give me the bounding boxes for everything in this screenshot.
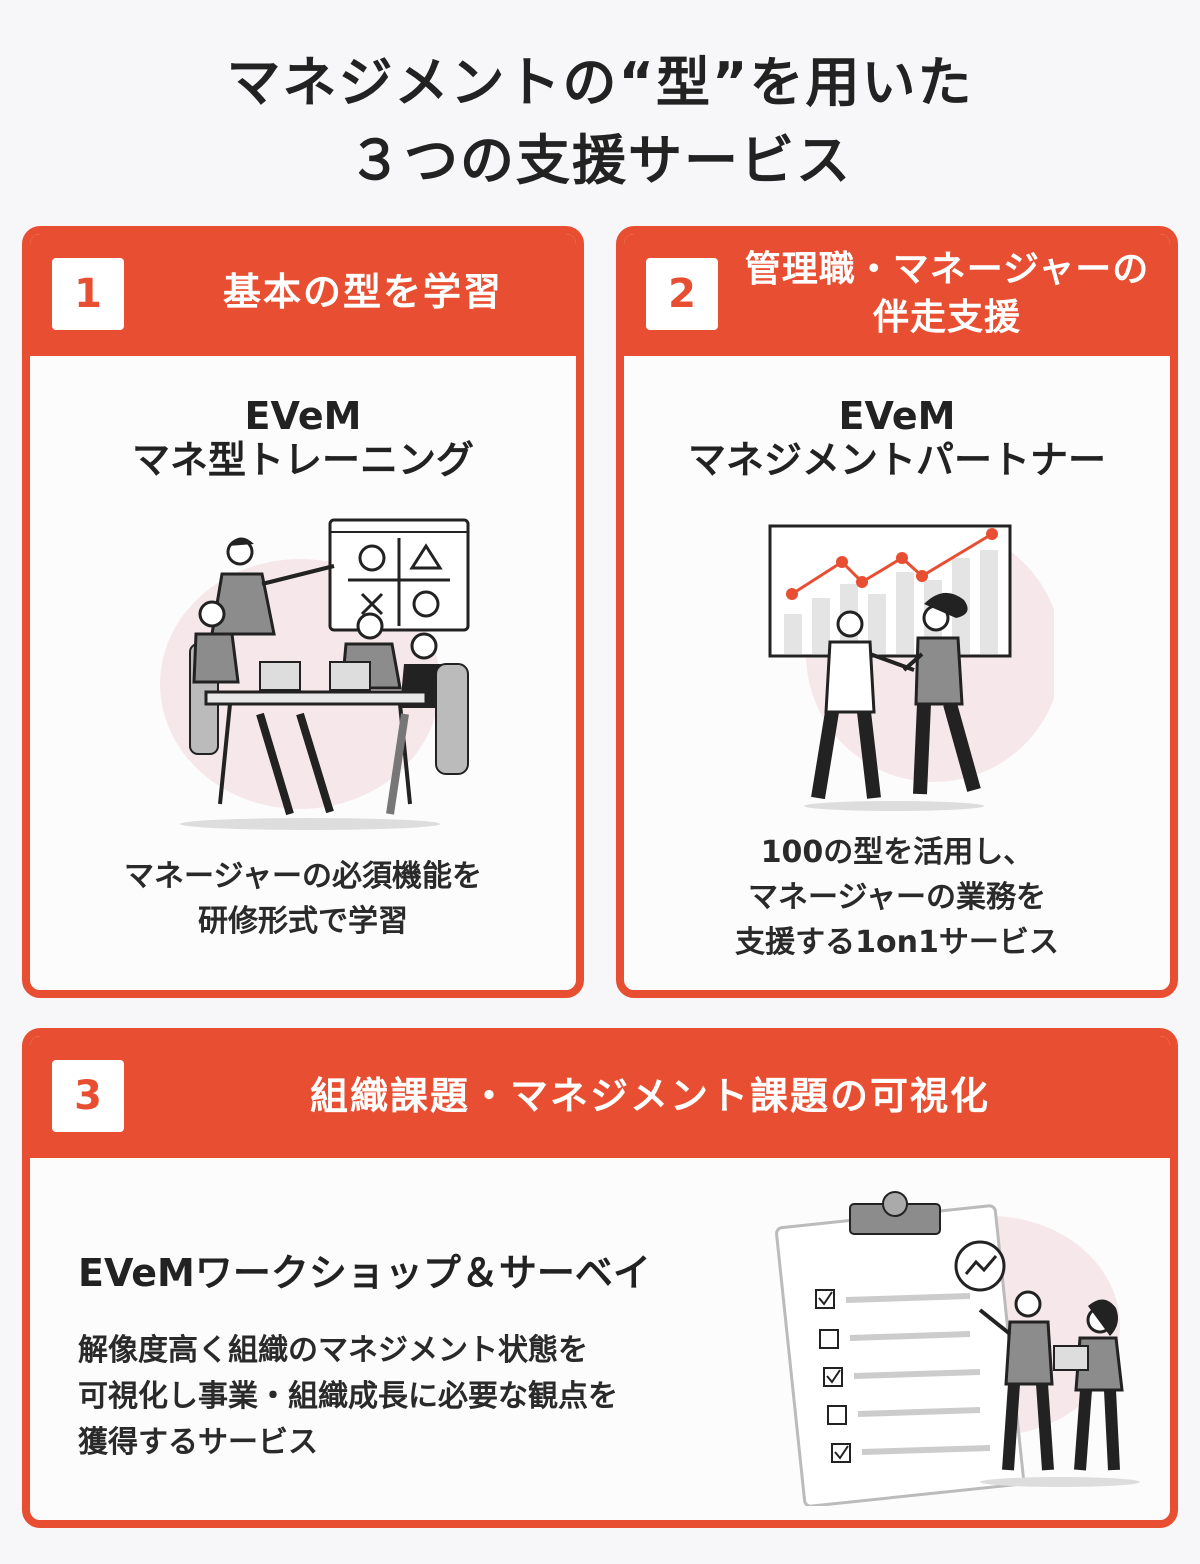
card-2-title-line1: 管理職・マネージャーの <box>744 249 1150 290</box>
card-1-product-line1: EVeM <box>244 394 362 438</box>
card-1-product-name: EVeM マネ型トレーニング <box>30 394 576 482</box>
card-2-desc-line2: マネージャーの業務を <box>748 880 1046 915</box>
card-2-desc-line1: 100の型を活用し、 <box>760 835 1034 870</box>
card-3-product-name: EVeMワークショップ＆サーベイ <box>78 1251 651 1295</box>
card-3-title-line1: 組織課題・マネジメント課題の可視化 <box>309 1074 990 1118</box>
card-3-desc-line1: 解像度高く組織のマネジメント状態を <box>78 1333 588 1368</box>
card-2-title-line2: 伴走支援 <box>872 297 1021 338</box>
team-meeting-illustration <box>160 518 470 830</box>
card-2-product-name: EVeM マネジメントパートナー <box>624 394 1170 482</box>
card-2-product-line2: マネジメントパートナー <box>687 438 1106 482</box>
card-3-desc-line2: 可視化し事業・組織成長に必要な観点を <box>78 1379 618 1414</box>
card-1-header: 1 基本の型を学習 <box>30 234 576 356</box>
page-title-line2: ３つの支援サービス <box>348 129 852 192</box>
card-1-title: 基本の型を学習 <box>150 264 576 320</box>
card-1-desc-line2: 研修形式で学習 <box>198 904 408 939</box>
service-card-1: 1 基本の型を学習 EVeM マネ型トレーニング <box>22 226 584 998</box>
card-3-number: 3 <box>52 1060 124 1132</box>
card-3-description: 解像度高く組織のマネジメント状態を 可視化し事業・組織成長に必要な観点を 獲得す… <box>78 1328 618 1466</box>
page-title: マネジメントの“型”を用いた ３つの支援サービス <box>0 44 1200 200</box>
card-1-product-line2: マネ型トレーニング <box>131 438 474 482</box>
card-1-title-line1: 基本の型を学習 <box>222 270 503 314</box>
card-2-number: 2 <box>646 258 718 330</box>
card-2-title: 管理職・マネージャーの 伴走支援 <box>724 246 1170 342</box>
card-1-description: マネージャーの必須機能を 研修形式で学習 <box>30 854 576 944</box>
card-3-desc-line3: 獲得するサービス <box>78 1425 318 1460</box>
card-1-desc-line1: マネージャーの必須機能を <box>124 859 482 894</box>
service-card-3: 3 組織課題・マネジメント課題の可視化 EVeMワークショップ＆サーベイ 解像度… <box>22 1028 1178 1528</box>
card-1-number: 1 <box>52 258 124 330</box>
card-2-description: 100の型を活用し、 マネージャーの業務を 支援する1on1サービス <box>624 830 1170 965</box>
handshake-growth-chart-illustration <box>768 524 1054 811</box>
card-3-header: 3 組織課題・マネジメント課題の可視化 <box>30 1036 1170 1158</box>
service-card-2: 2 管理職・マネージャーの 伴走支援 EVeM マネジメントパートナー <box>616 226 1178 998</box>
card-2-product-line1: EVeM <box>838 394 956 438</box>
card-2-header: 2 管理職・マネージャーの 伴走支援 <box>624 234 1170 356</box>
clipboard-survey-illustration <box>775 1191 1140 1506</box>
card-2-desc-line3: 支援する1on1サービス <box>735 925 1059 960</box>
page-title-line1: マネジメントの“型”を用いた <box>226 51 974 114</box>
card-3-title: 組織課題・マネジメント課題の可視化 <box>130 1068 1170 1124</box>
